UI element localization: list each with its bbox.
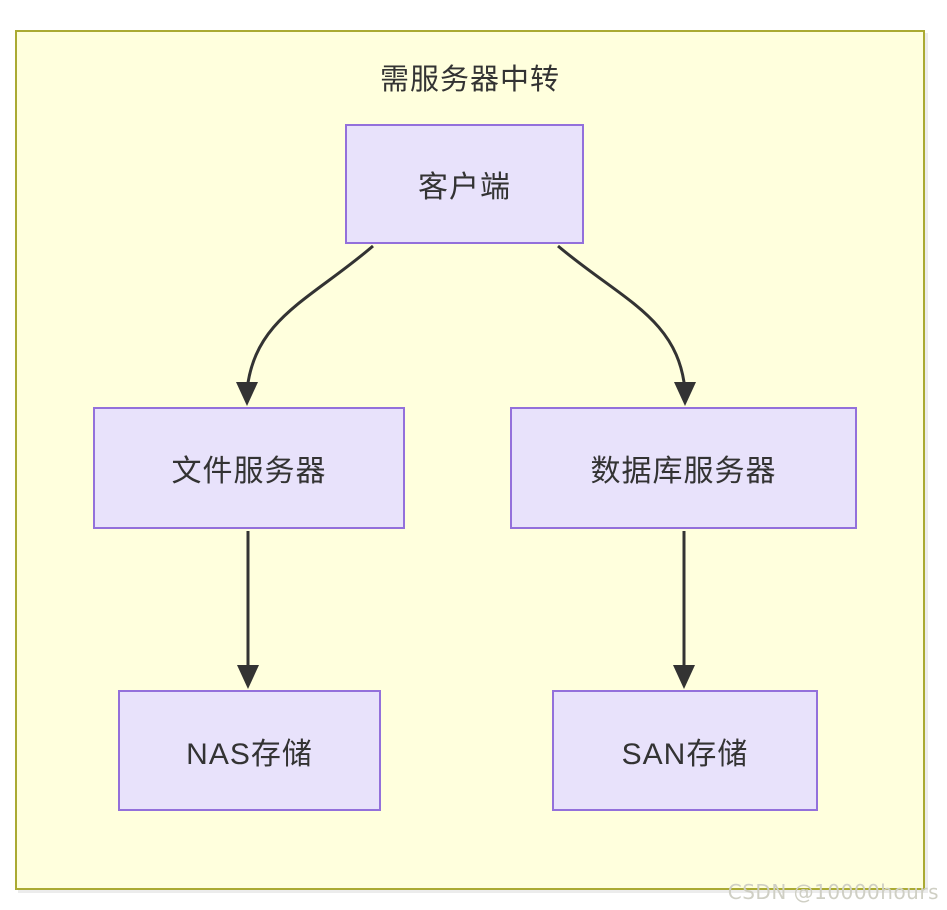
node-client-label: 客户端 [418, 171, 511, 204]
node-database-server[interactable]: 数据库服务器 [510, 407, 857, 529]
node-san-storage-label: SAN存储 [621, 737, 749, 771]
diagram-title: 需服务器中转 [379, 64, 560, 96]
node-client[interactable]: 客户端 [345, 124, 584, 244]
watermark: CSDN @10000hours [727, 880, 939, 904]
node-nas-storage-label: NAS存储 [186, 737, 313, 771]
node-san-storage[interactable]: SAN存储 [552, 690, 818, 811]
node-file-server[interactable]: 文件服务器 [93, 407, 405, 529]
node-database-server-label: 数据库服务器 [590, 455, 777, 488]
node-nas-storage[interactable]: NAS存储 [118, 690, 381, 811]
node-file-server-label: 文件服务器 [171, 455, 327, 488]
